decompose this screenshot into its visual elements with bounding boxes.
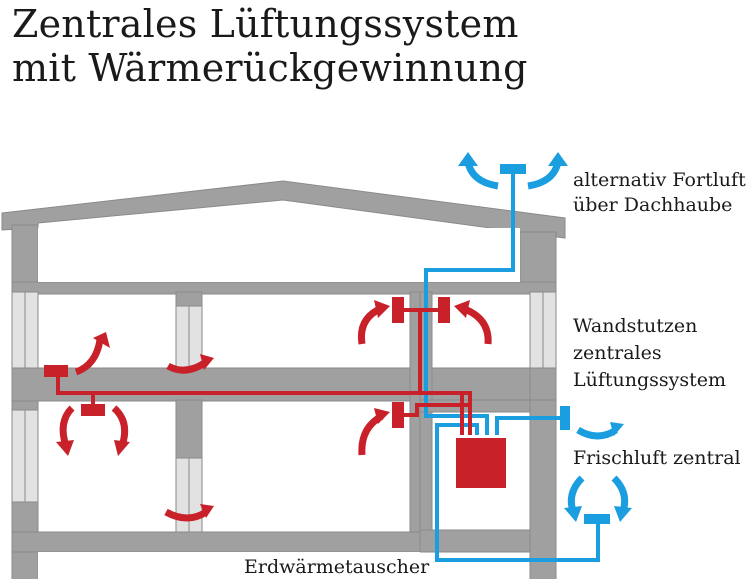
windows xyxy=(11,291,557,533)
arrow-upper-left xyxy=(74,339,104,376)
vent-upper-center-left xyxy=(392,297,404,323)
label-roof-exhaust-line-1: alternativ Fortluft xyxy=(573,169,746,191)
label-wall-outlet-line-2: zentrales xyxy=(573,342,662,364)
basement-right-wall xyxy=(529,399,557,579)
vent-lower-left xyxy=(81,404,105,416)
fresh-arrowheads xyxy=(458,152,632,522)
left-outer-wall xyxy=(11,224,39,579)
arrow-wall-outlet xyxy=(576,426,618,440)
heat-recovery-unit xyxy=(456,438,506,488)
label-fresh-air: Frischluft zentral xyxy=(573,447,741,469)
ground-floor xyxy=(11,531,421,553)
label-ground-exchanger: Erdwärmetauscher xyxy=(244,556,430,578)
page-title: Zentrales Lüftungssystem mit Wärmerückge… xyxy=(12,2,528,90)
room-upper-right xyxy=(201,293,411,369)
arrow-lower-door xyxy=(164,508,208,522)
fresh-air-ducts xyxy=(424,170,600,562)
wall-outlet xyxy=(560,406,570,430)
roof-hood xyxy=(500,164,526,174)
duct-wall-outlet xyxy=(495,416,560,435)
room-lower-left xyxy=(37,400,177,533)
duct-roof-exhaust xyxy=(424,170,515,435)
label-wall-outlet-line-1: Wandstutzen xyxy=(573,315,698,337)
label-wall-outlet: Wandstutzen zentrales Lüftungssystem xyxy=(573,313,726,394)
title-line-1: Zentrales Lüftungssystem xyxy=(12,2,519,46)
vent-upper-center-right xyxy=(438,297,450,323)
warm-air-ducts xyxy=(56,308,472,435)
room-upper-left xyxy=(37,293,177,369)
room-basement xyxy=(38,552,420,579)
vent-lower-center xyxy=(392,402,404,428)
rooms xyxy=(37,228,531,579)
title-line-2: mit Wärmerückgewinnung xyxy=(12,46,528,90)
duct-unit-1 xyxy=(420,391,472,435)
red-fittings xyxy=(44,297,506,488)
warm-arrowheads xyxy=(56,300,470,518)
room-attic xyxy=(38,228,520,282)
inner-wall-lower-left xyxy=(175,399,203,461)
vent-upper-left xyxy=(44,365,68,377)
blue-fittings xyxy=(500,164,610,524)
label-wall-outlet-line-3: Lüftungssystem xyxy=(573,369,727,391)
attic-floor xyxy=(11,281,557,295)
label-roof-exhaust-line-2: über Dachhaube xyxy=(573,194,733,216)
label-roof-exhaust: alternativ Fortluft über Dachhaube xyxy=(573,168,746,218)
ground-intake xyxy=(584,514,610,524)
duct-ground-loop xyxy=(435,423,600,562)
